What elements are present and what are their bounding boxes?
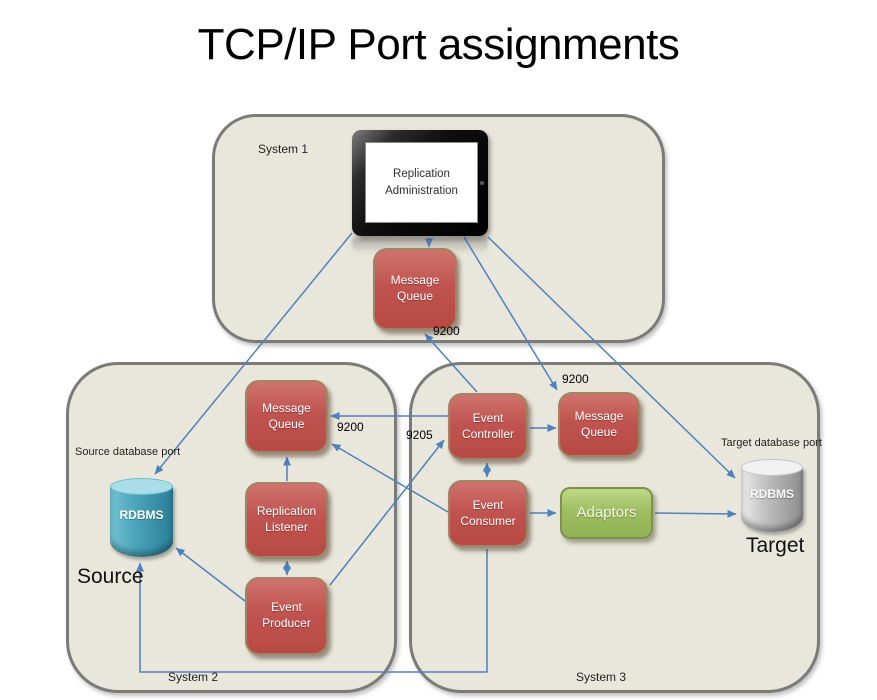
page-title: TCP/IP Port assignments <box>197 20 680 69</box>
system3-adaptors-node: Adaptors <box>560 487 653 539</box>
system3-event-controller-node: Event Controller <box>448 393 528 460</box>
connector-producer-to-controller <box>329 439 445 586</box>
tablet-replication-admin: Replication Administration <box>352 130 488 236</box>
source-database-port-note: Source database port <box>75 446 181 458</box>
connector-controller-to-system1-mq <box>424 333 478 393</box>
port-label-9200-system3: 9200 <box>562 372 589 386</box>
system3-message-queue-node: Message Queue <box>558 392 640 457</box>
tablet-camera-icon <box>480 181 484 185</box>
target-rdbms-cylinder: RDBMS <box>741 459 803 532</box>
target-role-label: Target <box>746 534 805 557</box>
source-rdbms-cylinder: RDBMS <box>110 478 173 557</box>
tablet-screen: Replication Administration <box>365 142 478 223</box>
target-rdbms-body <box>741 467 803 532</box>
source-rdbms-top <box>110 478 173 495</box>
system2-replication-listener-node: Replication Listener <box>245 482 328 558</box>
system3-event-consumer-node: Event Consumer <box>448 480 528 547</box>
tablet-screen-text: Replication Administration <box>385 167 458 197</box>
connector-admin-to-source-rdbms <box>154 232 353 475</box>
target-database-port-note: Target database port <box>721 437 822 449</box>
connector-producer-to-source-rdbms <box>175 547 246 602</box>
port-label-9200-system1: 9200 <box>433 324 460 338</box>
connector-admin-to-target-rdbms <box>487 236 736 479</box>
source-rdbms-body <box>110 486 173 557</box>
system2-message-queue-node: Message Queue <box>245 380 328 453</box>
target-rdbms-label: RDBMS <box>750 486 794 501</box>
connector-consumer-to-source-rdbms <box>136 549 488 673</box>
source-rdbms-label: RDBMS <box>119 508 164 523</box>
connector-admin-to-system3-mq <box>463 236 558 391</box>
port-label-9200-system2: 9200 <box>337 420 364 434</box>
system2-event-producer-node: Event Producer <box>245 577 328 655</box>
connector-adaptors-to-target-rdbms <box>654 509 737 518</box>
port-label-9205-controller: 9205 <box>406 428 433 442</box>
system1-message-queue-node: Message Queue <box>373 248 457 330</box>
system2-label: System 2 <box>168 670 219 684</box>
source-role-label: Source <box>77 565 144 588</box>
target-rdbms-top <box>741 459 803 476</box>
connector-consumer-to-system2-mq <box>331 443 449 513</box>
system3-label: System 3 <box>576 670 627 684</box>
system1-label: System 1 <box>258 142 309 156</box>
